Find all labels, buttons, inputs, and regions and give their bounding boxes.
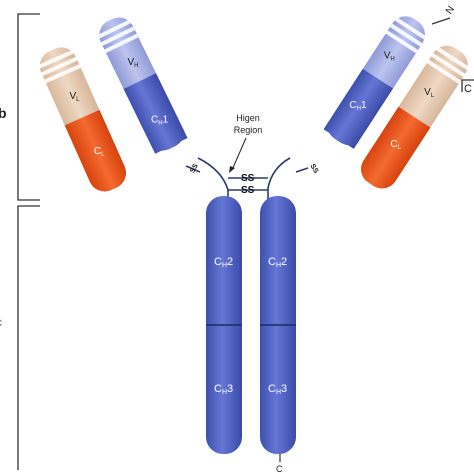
right-light-chain: VL CL <box>361 45 470 189</box>
ss-hinge-upper-label: SS <box>241 173 255 184</box>
left-heavy-chain: VH CH1 <box>97 17 188 154</box>
ss-right-label: SS <box>309 163 320 175</box>
right-ch1-label: CH1 <box>349 100 367 112</box>
right-cl-label: CL <box>390 139 401 151</box>
hinge-right-strand <box>267 157 291 200</box>
n-terminus-label: N <box>444 4 457 16</box>
disulfide-bond-right <box>295 167 309 173</box>
fc-left-ch2-label: CH2 <box>214 256 233 269</box>
fc-left-ch3-label: CH3 <box>214 383 233 396</box>
left-vh-label: VH <box>127 57 138 69</box>
left-light-chain: VL CL <box>37 47 127 192</box>
right-bracket-partial <box>461 79 474 92</box>
hinge-annotation-arrow <box>231 137 247 171</box>
fab-side-label: b <box>0 105 7 121</box>
left-vl-stripes <box>37 49 81 84</box>
fc-right-ch3-label: CH3 <box>268 383 287 396</box>
fc-region <box>206 196 296 454</box>
ss-hinge-lower-label: SS <box>241 185 255 196</box>
disulfide-bond-left <box>185 165 201 173</box>
left-cl-label: CL <box>94 146 105 158</box>
fab-bracket <box>17 13 40 201</box>
fc-bracket <box>17 205 40 470</box>
right-vh-label: VH <box>384 51 395 63</box>
hinge-annotation-line2: Region <box>234 125 263 135</box>
left-vh-stripes <box>97 19 139 54</box>
c-terminus-label: C <box>276 464 283 474</box>
right-vl-stripes <box>426 46 470 84</box>
left-brackets <box>17 13 40 470</box>
hinge-annotation-arrowhead <box>229 166 235 173</box>
c-right-partial: C <box>464 83 472 95</box>
hinge-annotation-line1: Higen <box>236 113 260 123</box>
fc-right-ch2-label: CH2 <box>268 256 287 269</box>
left-vl-label: VL <box>69 91 80 103</box>
right-heavy-chain: VH CH1 <box>323 16 427 149</box>
right-vl-label: VL <box>424 87 435 99</box>
left-ch1-label: CH1 <box>151 114 169 126</box>
n-terminus-line <box>431 17 451 25</box>
ss-left-label: SS <box>189 163 200 175</box>
fc-side-label: c <box>0 315 2 329</box>
right-vh-stripes <box>385 16 427 54</box>
